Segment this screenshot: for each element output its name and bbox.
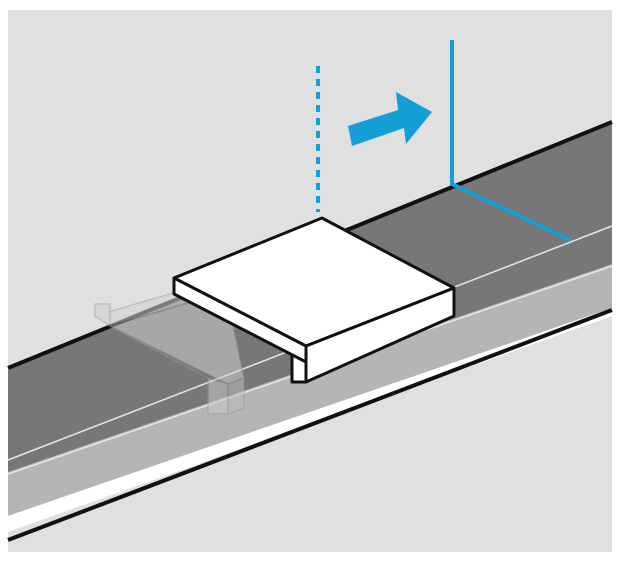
ghost-slider [93, 281, 245, 415]
right-arrow-icon [348, 92, 432, 146]
slider-block [172, 216, 456, 384]
rail-side [8, 262, 612, 516]
end-position-marker [450, 40, 571, 242]
rail-bottom-strip [8, 308, 612, 532]
rail-bottom-edge [7, 308, 613, 542]
